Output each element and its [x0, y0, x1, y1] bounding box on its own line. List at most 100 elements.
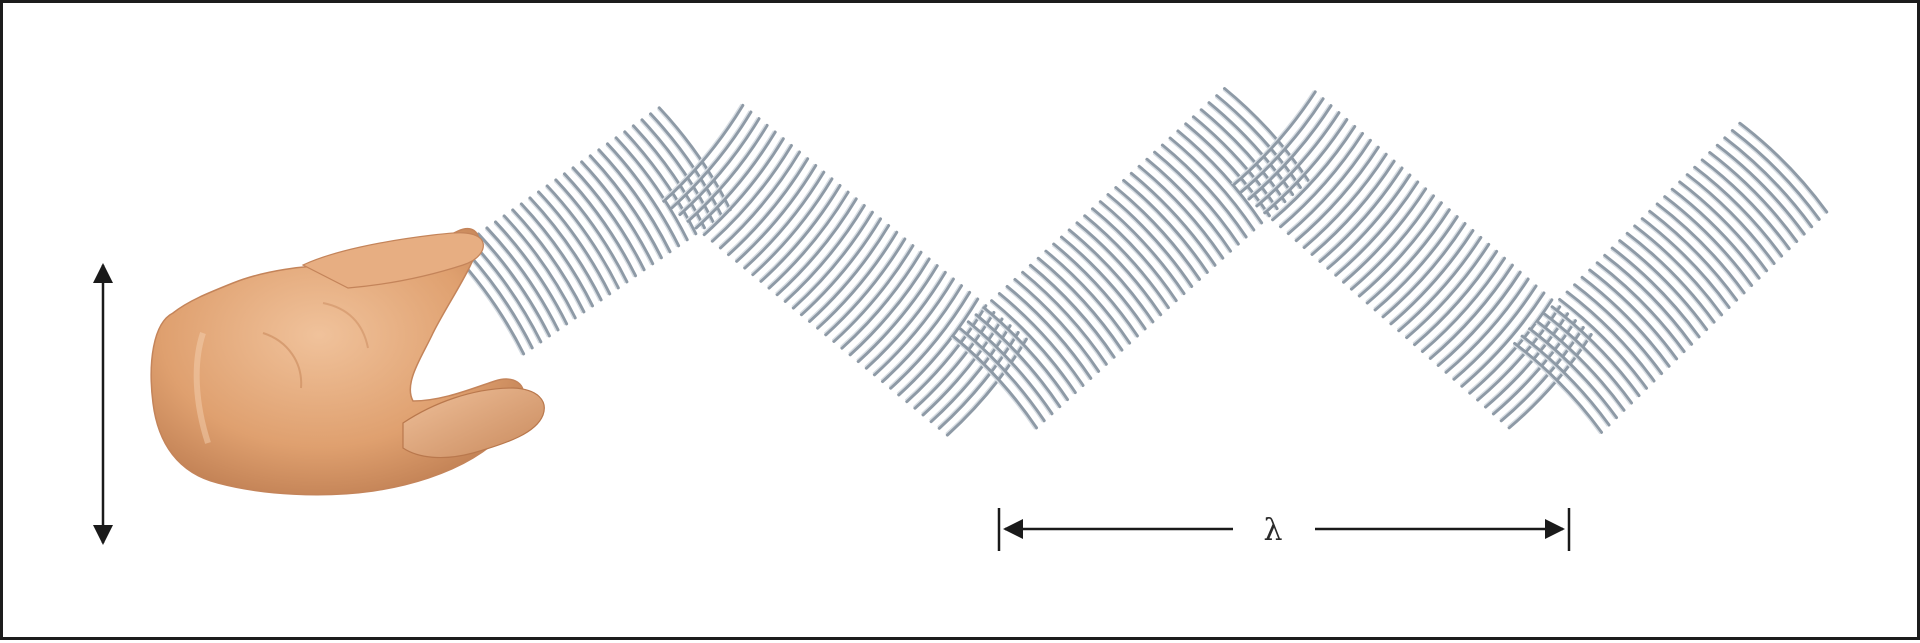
slinky-coil-highlight	[751, 178, 830, 274]
slinky-coil-highlight	[841, 251, 920, 347]
slinky-coil-highlight	[1184, 125, 1268, 217]
slinky-coil-highlight	[1513, 345, 1600, 434]
slinky-coil-highlight	[1366, 208, 1448, 301]
slinky-coil-highlight	[1029, 267, 1113, 359]
slinky-coil-highlight	[1429, 264, 1511, 357]
slinky-coil-highlight	[1648, 213, 1735, 302]
slinky-coil-highlight	[1421, 257, 1503, 350]
slinky-coil-highlight	[477, 235, 548, 337]
slinky-coil-highlight	[1656, 206, 1743, 295]
slinky-coil-highlight	[1326, 174, 1408, 267]
slinky-coil-highlight	[1445, 278, 1527, 371]
slinky-coil-highlight	[1382, 222, 1464, 315]
slinky-coil-highlight	[571, 169, 642, 271]
slinky-coil-highlight	[511, 211, 582, 313]
slinky-coil-highlight	[520, 205, 591, 307]
slinky-coil-highlight	[1596, 264, 1683, 353]
slinky-coil-highlight	[1114, 189, 1198, 281]
slinky-coil-highlight	[1083, 217, 1167, 309]
slinky-coil-highlight	[1708, 154, 1795, 243]
slinky-coil-highlight	[1626, 235, 1713, 324]
slinky-coil-highlight	[808, 224, 887, 320]
slinky-coil-highlight	[784, 204, 863, 300]
slinky-coil-highlight	[537, 193, 608, 295]
slinky-coil-highlight	[1731, 132, 1818, 221]
slinky-coil-highlight	[1453, 285, 1535, 378]
slinky-coil-highlight	[1437, 271, 1519, 364]
slinky-coil-highlight	[563, 175, 634, 277]
slinky-coil-highlight	[528, 199, 599, 301]
slinky-coil-highlight	[1618, 242, 1705, 331]
slinky-coil-highlight	[1476, 306, 1558, 399]
slinky-coil-highlight	[1263, 118, 1345, 211]
slinky-coil-highlight	[1716, 147, 1803, 236]
slinky-coil-highlight	[719, 151, 798, 247]
slinky-coil-highlight	[1161, 147, 1245, 239]
slinky-coil-highlight	[1693, 169, 1780, 258]
slinky-coil-highlight	[832, 244, 911, 340]
slinky-coil-highlight	[589, 157, 660, 259]
slinky-coil-highlight	[760, 184, 839, 280]
slinky-coil-highlight	[1045, 253, 1128, 345]
slinky-coil-highlight	[824, 238, 903, 334]
slinky-coil-highlight	[768, 191, 847, 287]
slinky-coil-highlight	[1014, 281, 1098, 373]
slinky-coil-highlight	[1566, 294, 1653, 383]
slinky-coil-highlight	[1633, 228, 1720, 317]
slinky-coil-highlight	[1413, 250, 1495, 343]
slinky-coil-highlight	[1342, 188, 1424, 281]
slinky-coil-highlight	[1738, 125, 1825, 214]
slinky-coil-highlight	[580, 163, 651, 265]
slinky-coil-highlight	[1358, 202, 1440, 295]
slinky-coil-highlight	[1460, 292, 1542, 385]
slinky-coil-highlight	[800, 218, 879, 314]
slinky-coil-highlight	[1581, 279, 1668, 368]
slinky-coil-highlight	[990, 302, 1073, 394]
slinky-coil-highlight	[1153, 154, 1237, 246]
slinky-coil-highlight	[485, 229, 556, 331]
slinky-coil-highlight	[494, 223, 565, 325]
slinky-coil-highlight	[873, 278, 952, 374]
hand-icon	[151, 229, 544, 495]
slinky-coil-highlight	[1671, 191, 1758, 280]
slinky-coil-highlight	[1122, 182, 1206, 274]
slinky-coil-highlight	[632, 127, 703, 229]
slinky-coil-highlight	[597, 151, 668, 253]
slinky-coil-highlight	[1037, 260, 1121, 352]
slinky-coil-highlight	[1723, 139, 1810, 228]
slinky-coil-highlight	[1052, 246, 1136, 338]
slinky-coil-highlight	[1397, 236, 1479, 329]
slinky-coil-highlight	[857, 264, 936, 360]
slinky-coil-highlight	[1678, 184, 1765, 273]
slinky-coil-highlight	[1271, 125, 1353, 218]
slinky-coil-highlight	[1334, 181, 1416, 274]
slinky-coil-highlight	[1138, 168, 1222, 260]
slinky-spring-icon	[451, 89, 1827, 435]
slinky-coil-highlight	[1021, 274, 1105, 366]
slinky-coil-highlight	[554, 181, 625, 283]
slinky-coil-highlight	[1701, 162, 1788, 251]
slinky-coil-highlight	[1303, 153, 1385, 246]
slinky-coil-highlight	[1099, 203, 1183, 295]
slinky-coil-highlight	[849, 258, 928, 354]
slinky-coil-highlight	[1374, 215, 1456, 308]
slinky-coil-highlight	[1060, 239, 1144, 331]
slinky-coil-highlight	[1641, 220, 1728, 309]
slinky-coil-highlight	[1169, 140, 1253, 232]
slinky-coil-highlight	[1130, 175, 1214, 267]
slinky-coil-highlight	[1146, 161, 1230, 253]
slinky-coil-highlight	[503, 217, 574, 319]
slinky-coil-highlight	[1350, 195, 1432, 288]
slinky-coil-highlight	[1484, 312, 1566, 405]
slinky-coil-highlight	[1177, 132, 1261, 224]
slinky-coil-highlight	[816, 231, 895, 327]
slinky-coil-highlight	[1068, 231, 1152, 323]
slinky-coil-highlight	[865, 271, 944, 367]
slinky-coil-highlight	[1468, 299, 1550, 392]
slinky-coil-highlight	[1405, 243, 1487, 336]
slinky-coil-highlight	[1611, 250, 1698, 339]
slinky-coil-highlight	[982, 309, 1066, 401]
wavelength-label: λ	[1263, 513, 1282, 548]
slinky-coil-highlight	[711, 144, 790, 240]
